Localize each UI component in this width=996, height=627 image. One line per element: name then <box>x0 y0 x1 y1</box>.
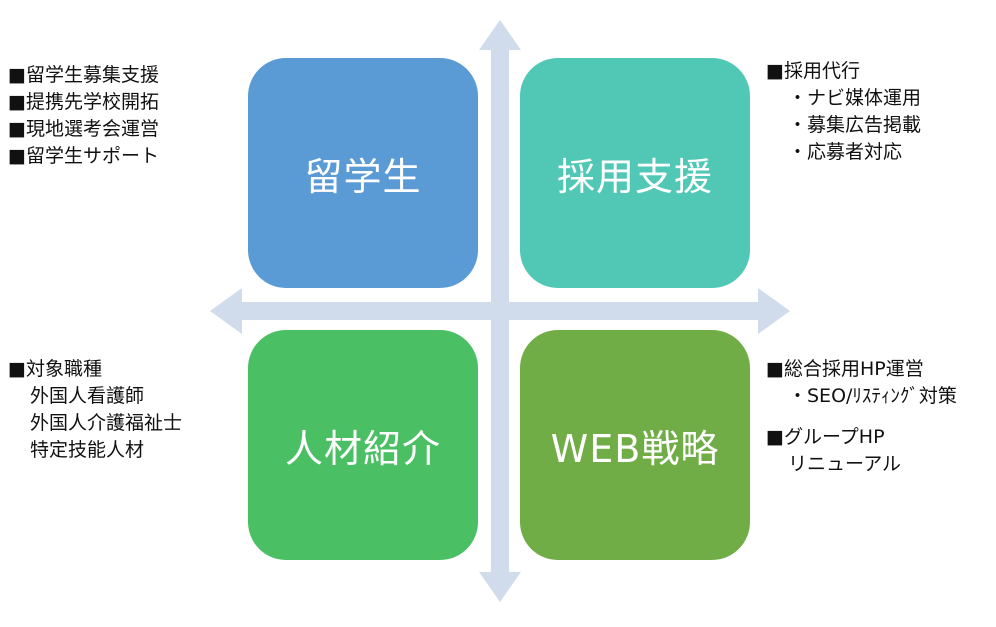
note-recruitment-support: ■採用代行 ・ナビ媒体運用 ・募集広告掲載 ・応募者対応 <box>766 58 921 166</box>
note-item: ・応募者対応 <box>788 141 903 163</box>
quadrant-foreign-students: 留学生 <box>248 58 478 288</box>
arrow-up-icon <box>479 20 521 50</box>
arrow-right-icon <box>758 288 790 334</box>
note-item: ■提携先学校開拓 <box>8 91 159 113</box>
note-item: ■留学生募集支援 <box>8 64 159 86</box>
quadrant-recruitment-support: 採用支援 <box>520 58 750 288</box>
note-foreign-students: ■留学生募集支援 ■提携先学校開拓 ■現地選考会運営 ■留学生サポート <box>8 62 159 170</box>
quadrant-title: 人材紹介 <box>284 426 441 471</box>
note-item: ・ナビ媒体運用 <box>788 87 922 109</box>
note-web-strategy: ■総合採用HP運営 ・SEO/ﾘｽﾃｨﾝｸﾞ対策 ■グループHP リニューアル <box>766 356 957 478</box>
note-item: ■留学生サポート <box>8 145 159 167</box>
note-heading: ■採用代行 <box>766 60 860 82</box>
quadrant-staffing: 人材紹介 <box>248 330 478 560</box>
quadrant-title: 採用支援 <box>556 154 713 199</box>
note-item: ・募集広告掲載 <box>788 114 922 136</box>
quadrant-title: WEB戦略 <box>550 426 720 471</box>
quadrant-web-strategy: WEB戦略 <box>520 330 750 560</box>
note-heading: ■グループHP <box>766 426 885 448</box>
note-item: 外国人介護福祉士 <box>30 412 183 434</box>
note-item: ・SEO/ﾘｽﾃｨﾝｸﾞ対策 <box>788 385 957 407</box>
arrow-down-icon <box>479 572 521 602</box>
note-heading: ■対象職種 <box>8 358 102 380</box>
note-item: 特定技能人材 <box>30 439 145 461</box>
horizontal-axis <box>238 302 762 320</box>
note-item: ■現地選考会運営 <box>8 118 159 140</box>
note-heading: ■総合採用HP運営 <box>766 358 924 380</box>
note-item: リニューアル <box>788 453 902 475</box>
arrow-left-icon <box>210 288 242 334</box>
note-item: 外国人看護師 <box>30 385 145 407</box>
quadrant-title: 留学生 <box>304 154 422 199</box>
note-staffing: ■対象職種 外国人看護師 外国人介護福祉士 特定技能人材 <box>8 356 182 464</box>
